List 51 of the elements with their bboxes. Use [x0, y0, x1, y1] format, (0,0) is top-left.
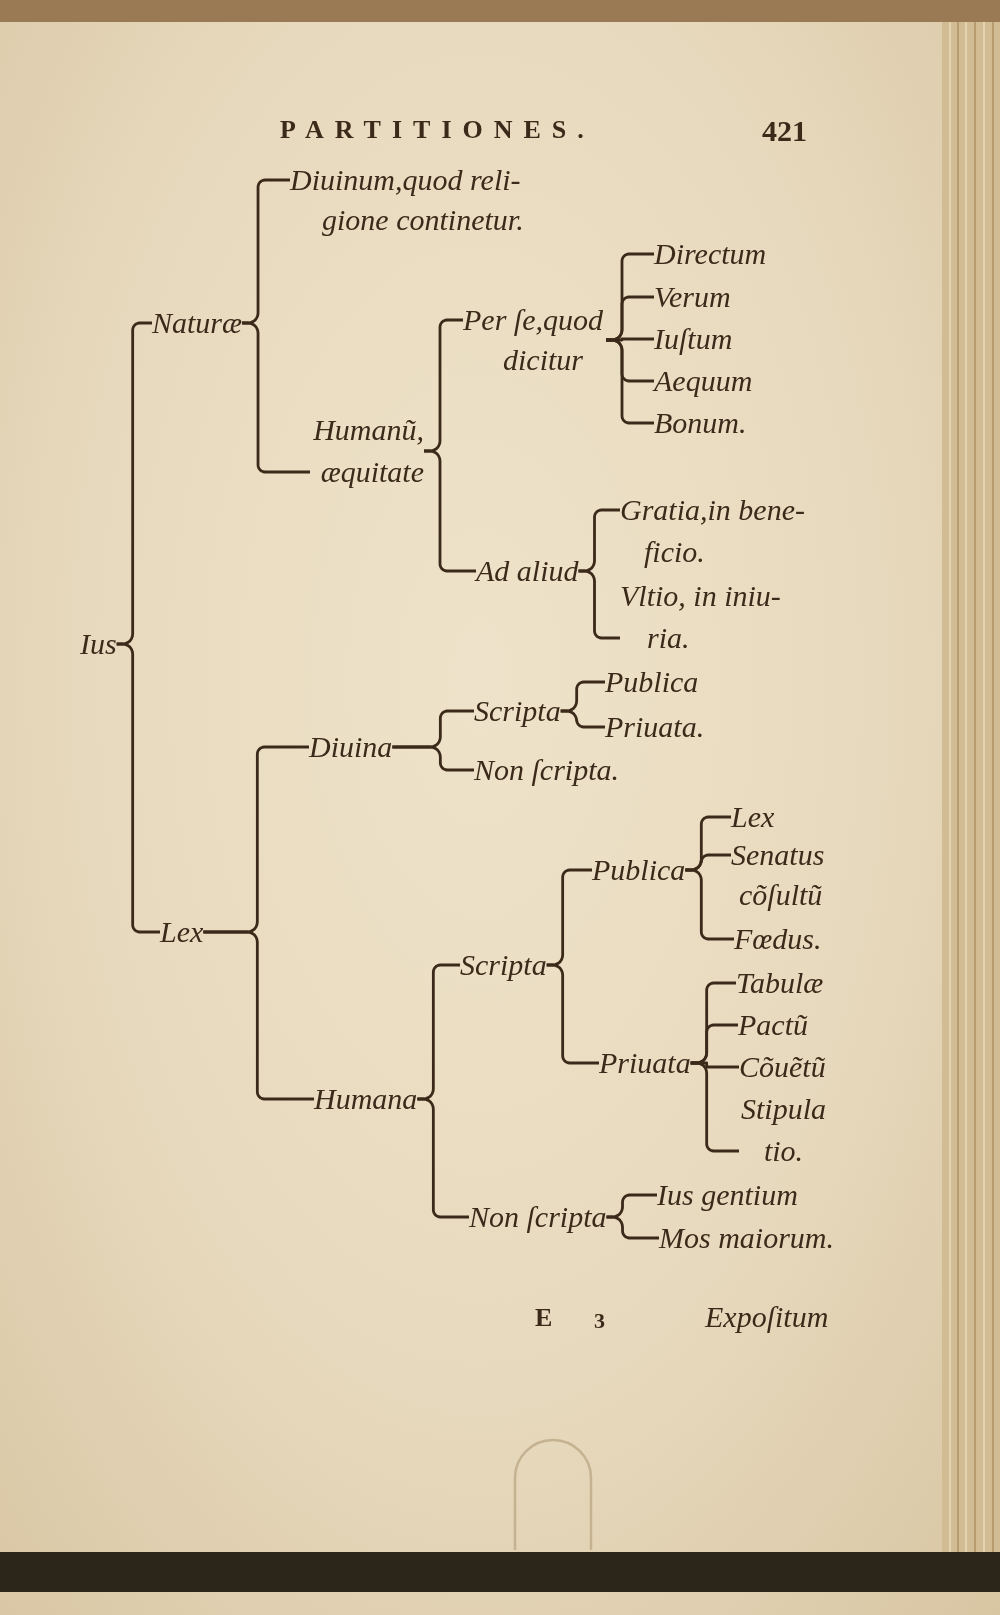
- category-term: Iuſtum: [654, 321, 733, 357]
- brace-connector: [606, 1215, 659, 1240]
- category-term: Tabulæ: [736, 965, 824, 1001]
- category-term: Fœdus.: [734, 921, 822, 957]
- brace-connector: [685, 868, 734, 941]
- running-head: PARTITIONES.: [280, 114, 595, 146]
- category-term: Naturæ: [152, 305, 243, 341]
- category-term: Verum: [654, 279, 731, 315]
- signature-mark: E: [535, 1301, 553, 1333]
- category-term: Humana: [314, 1081, 418, 1117]
- category-term: Mos maiorum.: [659, 1220, 834, 1256]
- category-term: Scripta: [474, 693, 561, 729]
- brace-connector: [424, 449, 476, 573]
- category-term: Aequum: [654, 363, 753, 399]
- brace-connector: [417, 1097, 469, 1219]
- category-term: Ius gentium: [657, 1177, 798, 1213]
- page-number: 421: [762, 113, 807, 149]
- brace-connector: [606, 338, 654, 425]
- category-term: Directum: [654, 236, 767, 272]
- category-term: Stipula tio.: [739, 1088, 828, 1172]
- brace-connector: [242, 321, 310, 474]
- category-term: Publica: [605, 664, 699, 700]
- category-term: Publica: [592, 852, 686, 888]
- category-term: Pactũ: [738, 1007, 808, 1043]
- category-term: Vltio, in iniu- ria.: [620, 575, 784, 659]
- category-term: Per ſe,quod dicitur: [463, 300, 606, 380]
- category-term: Diuinum,quod reli- gione continetur.: [290, 160, 527, 240]
- category-term: Ad aliud: [476, 553, 579, 589]
- category-term: Gratia,in bene- ficio.: [620, 489, 808, 573]
- category-term: Ius: [80, 626, 117, 662]
- category-term: Diuina: [309, 729, 393, 765]
- brace-connector: [392, 745, 474, 772]
- category-term: Scripta: [460, 947, 547, 983]
- brace-connector: [578, 569, 620, 640]
- brace-connector: [116, 642, 160, 934]
- category-term: Cõuẽtũ: [739, 1049, 826, 1085]
- brace-connector: [546, 963, 599, 1065]
- catchword: Expoſitum: [705, 1299, 829, 1335]
- category-term: Humanũ, æquitate: [310, 409, 424, 493]
- category-term: Non ſcripta.: [474, 752, 619, 788]
- category-term: Lex: [731, 799, 775, 835]
- category-term: Non ſcripta: [469, 1199, 607, 1235]
- category-term: Priuata: [599, 1045, 691, 1081]
- category-term: Lex: [160, 914, 204, 950]
- brace-connector: [560, 709, 605, 729]
- signature-mark: 3: [594, 1308, 605, 1334]
- category-term: Priuata.: [605, 709, 705, 745]
- category-term: Bonum.: [654, 405, 747, 441]
- brace-connector: [690, 1061, 739, 1153]
- category-term: Senatus cõſultũ: [731, 835, 828, 915]
- brace-connector: [203, 930, 314, 1101]
